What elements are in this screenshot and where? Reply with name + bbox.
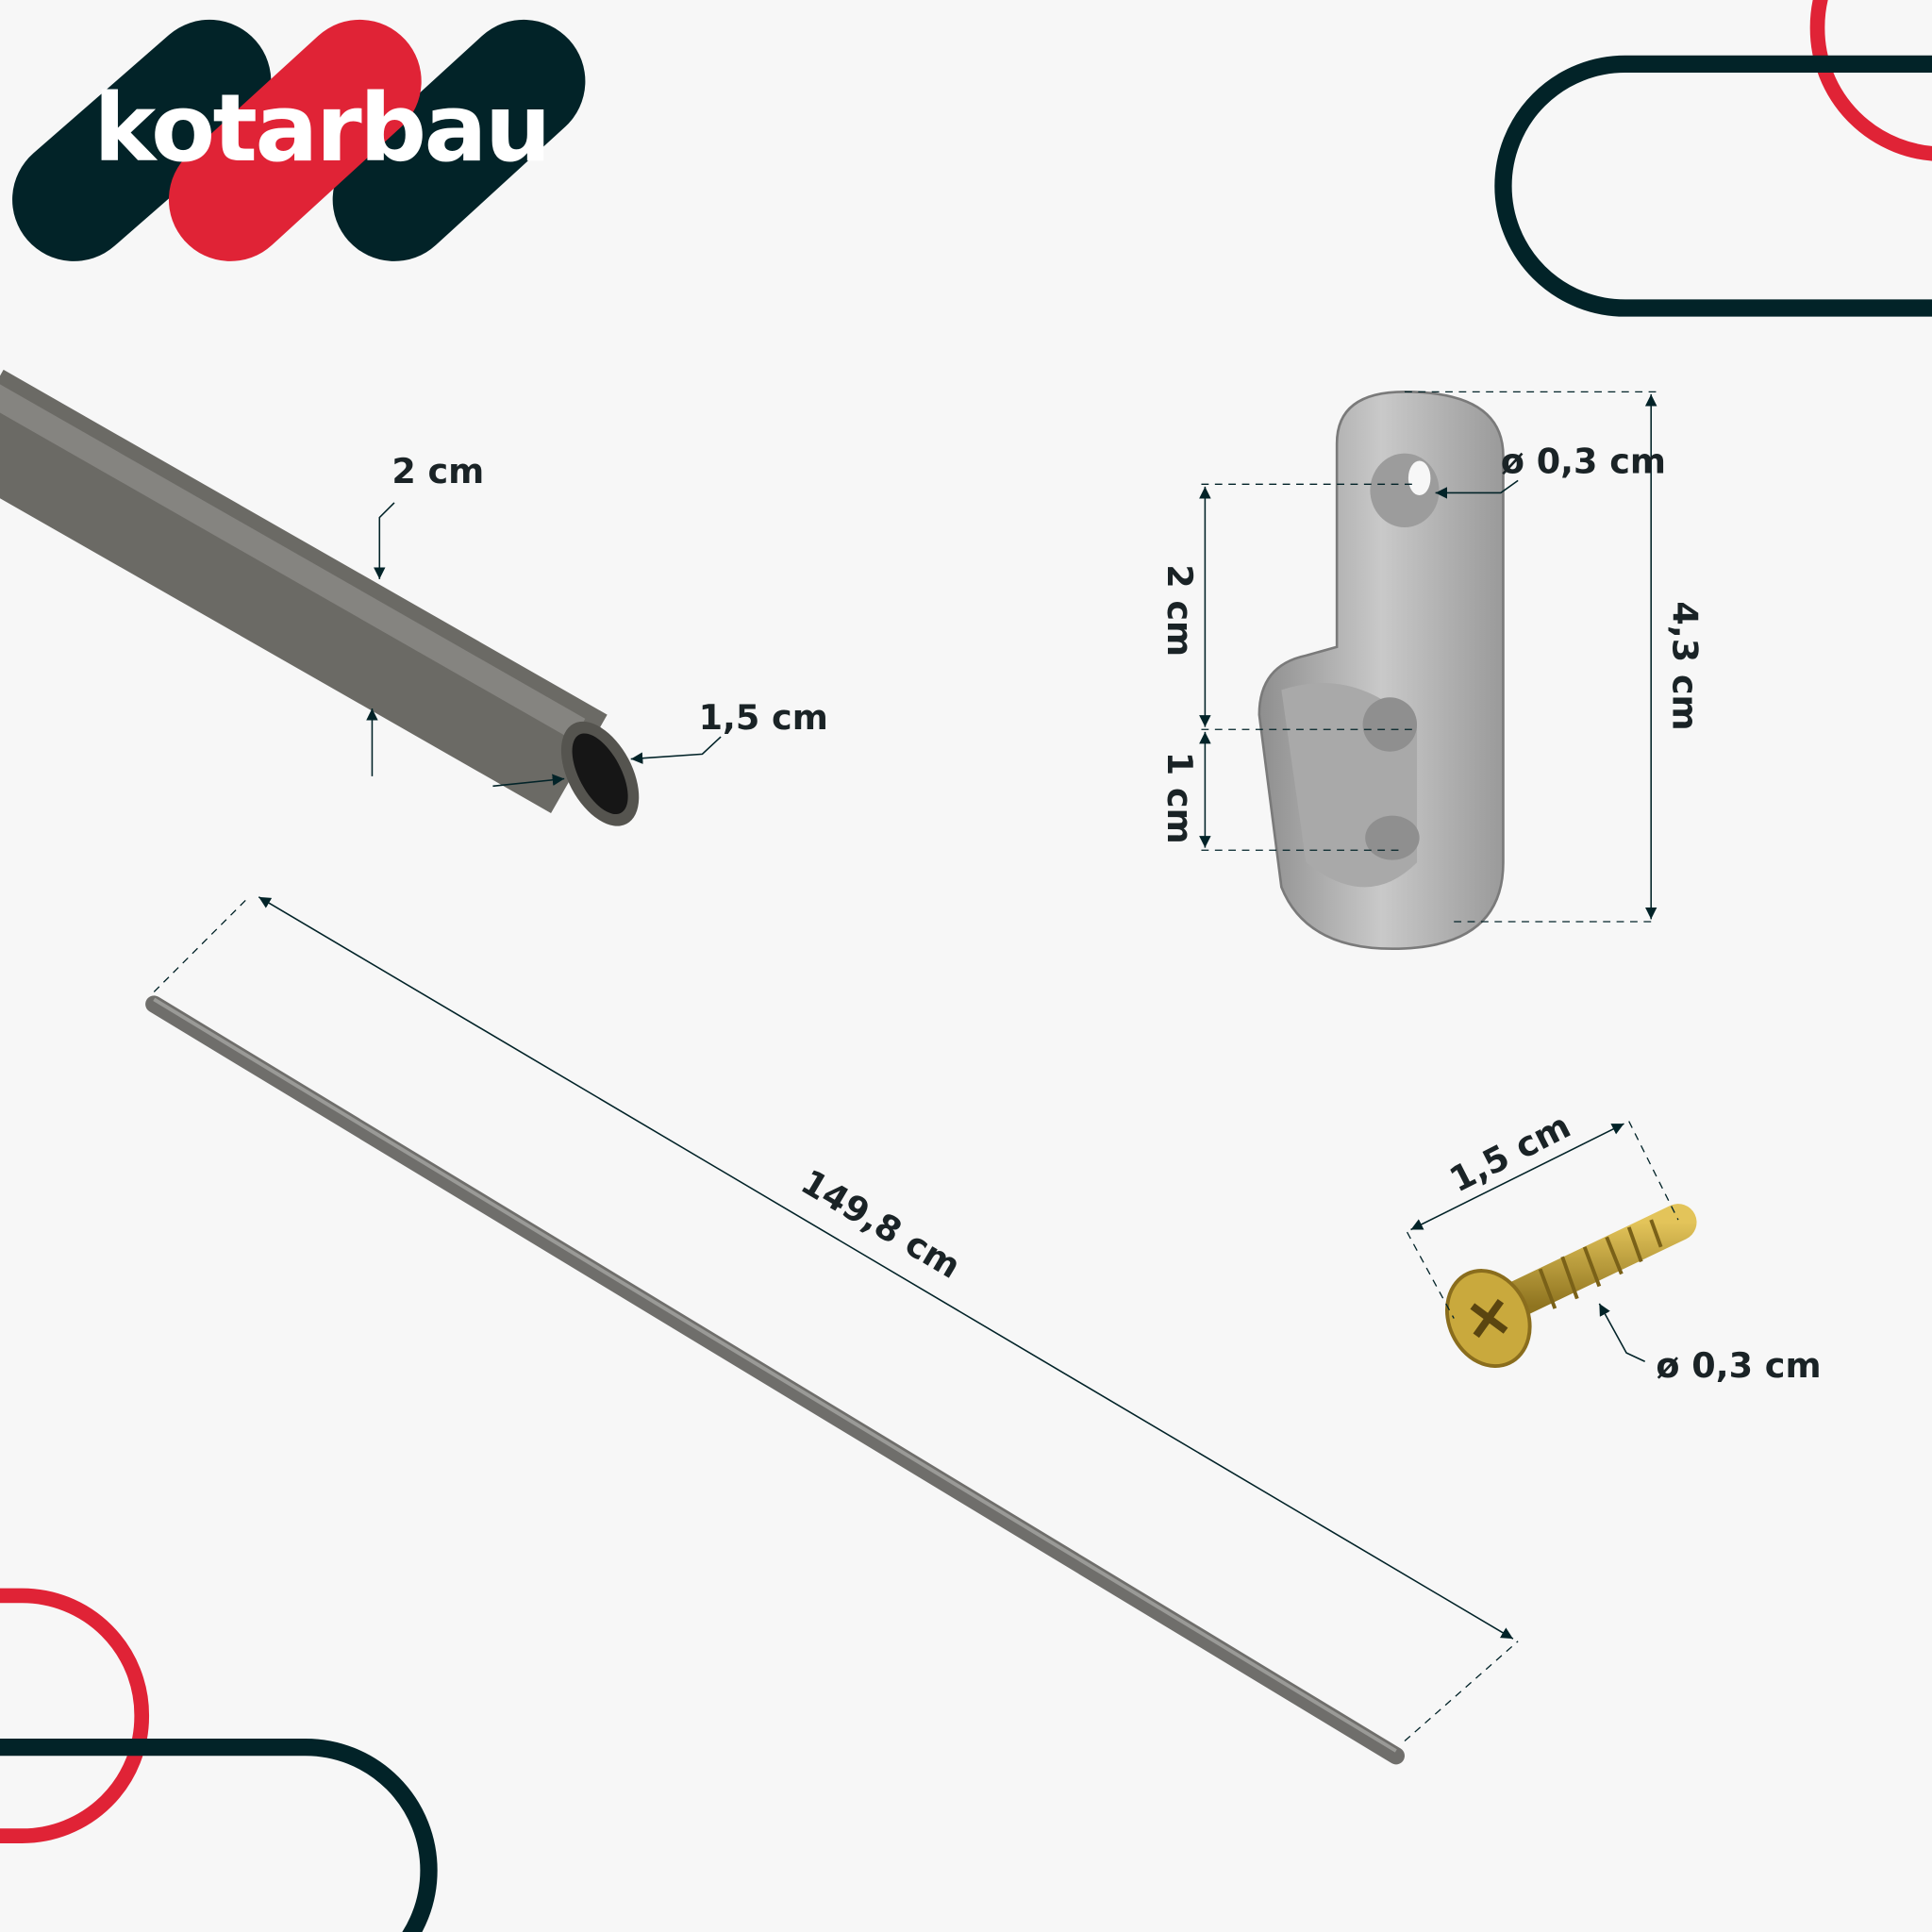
- brand-logo: kotarbau: [12, 19, 586, 261]
- rod-length-label: 149,8 cm: [794, 1161, 968, 1287]
- bracket-bottom-offset-label: 1 cm: [1159, 752, 1200, 844]
- rod-height-label: 2 cm: [391, 451, 484, 491]
- rod-full: [145, 995, 1405, 1765]
- screw-dimensions: [1407, 1121, 1679, 1362]
- rod-closeup-dimensions: [366, 502, 722, 788]
- rod-width-label: 1,5 cm: [699, 697, 828, 738]
- screw-diameter-label: ø 0,3 cm: [1656, 1345, 1821, 1386]
- bracket-hole-label: ø 0,3 cm: [1501, 441, 1666, 482]
- bracket-height-label: 4,3 cm: [1665, 601, 1706, 730]
- bracket-dimensions: [1199, 391, 1657, 923]
- logo-text: kotarbau: [93, 75, 549, 183]
- rod-closeup: [0, 369, 640, 826]
- screw-length-label: 1,5 cm: [1443, 1106, 1577, 1201]
- rod-length-dimension: [153, 896, 1519, 1742]
- bracket: [1257, 391, 1505, 951]
- screw: [1444, 1204, 1697, 1369]
- bracket-hole-spacing-label: 2 cm: [1159, 564, 1200, 657]
